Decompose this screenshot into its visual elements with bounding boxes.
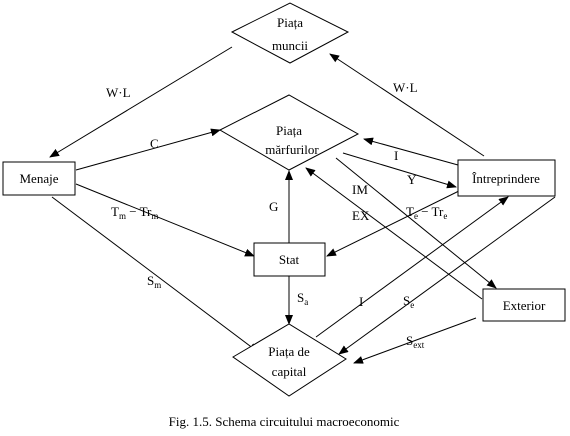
edge-households-to-capital-market-savings [51, 196, 259, 353]
node-households: Menaje [2, 161, 76, 196]
capital-market-diamond [232, 323, 347, 397]
enterprise-tax-subscript: e [414, 211, 418, 221]
label-wage-bill-right: W·L [393, 80, 418, 95]
node-exterior: Exterior [482, 288, 566, 322]
household-savings-subscript: m [154, 280, 161, 290]
figure-caption: Fig. 1.5. Schema circuitului macroeconom… [169, 414, 400, 429]
edge-labor-market-to-households [49, 46, 233, 158]
capital-market-label-line2: capital [272, 364, 307, 379]
label-exports: EX [352, 208, 370, 223]
node-enterprise: Întreprindere [457, 159, 556, 197]
enterprise-transfer-subscript: e [443, 211, 447, 221]
edge-goods-market-to-exterior-imports [335, 157, 497, 289]
label-state-savings: Sa [297, 290, 308, 307]
state-box [253, 242, 326, 277]
edge-households-to-goods-market [75, 128, 221, 171]
node-labor-market: Piața muncii [230, 2, 350, 64]
labor-market-label-line2: muncii [272, 38, 308, 53]
state-label: Stat [279, 252, 300, 267]
label-wage-bill-left: W·L [106, 85, 131, 100]
edge-enterprise-to-capital-market-savings [338, 196, 556, 355]
household-tax-subscript: m [119, 211, 126, 221]
edge-capital-market-to-enterprise-investment [315, 196, 509, 338]
goods-market-diamond [218, 94, 360, 171]
label-investment-top: I [394, 148, 398, 163]
edges [49, 46, 556, 364]
household-transfer-subscript: m [151, 211, 158, 221]
enterprise-tax-symbol: T [406, 204, 414, 219]
goods-market-label-line1: Piața [276, 123, 302, 138]
edge-enterprise-to-labor-market [329, 53, 485, 157]
capital-market-label-line1: Piața de [268, 344, 310, 359]
label-consumption: C [150, 136, 159, 151]
label-output: Y [407, 172, 417, 187]
labor-market-diamond [230, 2, 350, 64]
label-household-net-taxes: Tm − Trm [111, 204, 158, 221]
state-savings-subscript: a [304, 297, 308, 307]
exterior-label: Exterior [503, 298, 546, 313]
external-savings-subscript: ext [413, 340, 424, 350]
edge-exterior-to-goods-market-exports [305, 167, 483, 300]
household-tax-symbol: T [111, 204, 119, 219]
enterprise-savings-symbol: S [403, 293, 410, 308]
enterprise-transfer-text: − Tr [418, 204, 444, 219]
exterior-box [482, 288, 566, 322]
edge-labels: W·L W·L C I Y IM EX G Tm − Trm Te − Tre … [106, 80, 447, 350]
label-household-savings: Sm [147, 273, 161, 290]
enterprise-savings-subscript: e [410, 300, 414, 310]
edge-exterior-to-capital-market-savings [353, 317, 477, 364]
state-savings-symbol: S [297, 290, 304, 305]
household-savings-symbol: S [147, 273, 154, 288]
label-enterprise-net-taxes: Te − Tre [406, 204, 447, 221]
node-capital-market: Piața de capital [232, 323, 347, 397]
enterprise-label: Întreprindere [472, 171, 540, 186]
label-investment-bottom: I [359, 294, 363, 309]
goods-market-label-line2: mărfurilor [265, 142, 319, 157]
edge-enterprise-to-state-taxes [326, 186, 468, 257]
household-transfer-text: − Tr [126, 204, 152, 219]
edge-households-to-state-taxes [75, 183, 255, 257]
label-government-spending: G [269, 199, 278, 214]
node-state: Stat [253, 242, 326, 277]
external-savings-symbol: S [406, 333, 413, 348]
labor-market-label-line1: Piața [277, 15, 303, 30]
enterprise-box [457, 159, 556, 197]
edge-goods-market-to-enterprise-output [342, 152, 457, 189]
label-enterprise-savings: Se [403, 293, 414, 310]
households-box [2, 161, 76, 196]
edge-enterprise-to-goods-market-investment [363, 137, 459, 166]
node-goods-market: Piața mărfurilor [218, 94, 360, 171]
label-imports: IM [352, 182, 368, 197]
households-label: Menaje [20, 171, 59, 186]
label-external-savings: Sext [406, 333, 425, 350]
